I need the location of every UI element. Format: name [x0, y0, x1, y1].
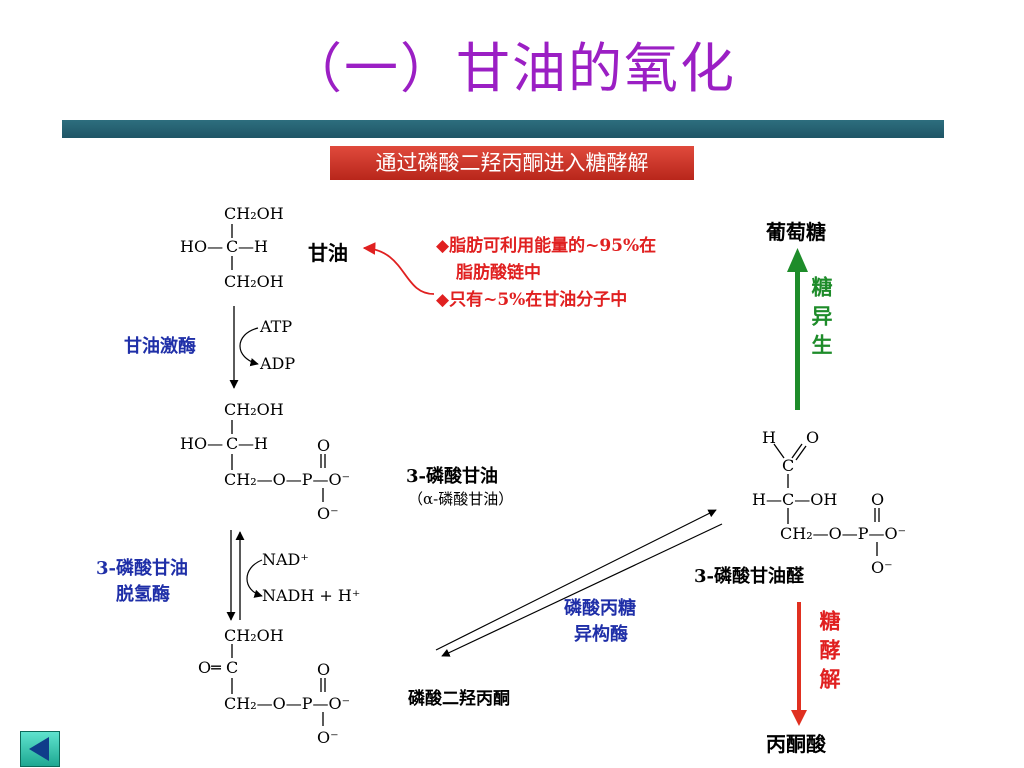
- g3p-o-bottom: O⁻: [317, 504, 339, 523]
- note-line-2: 脂肪酸链中: [456, 263, 541, 283]
- gluconeogenesis-arrow-shaft: [795, 268, 800, 410]
- glycerol-h: —H: [238, 237, 268, 256]
- g3p-name: 3-磷酸甘油: [406, 466, 498, 487]
- dhap-o-top: O: [317, 660, 331, 679]
- dhap-ch2-o-p: CH₂—O—P—O⁻: [224, 694, 351, 713]
- back-button[interactable]: [20, 731, 60, 767]
- g3p-dehydrogenase-line-2: 脱氢酶: [116, 584, 170, 605]
- glycolysis-label: 糖酵解: [817, 610, 842, 697]
- dhap-name: 磷酸二羟丙酮: [408, 689, 510, 709]
- gap-o-bottom: O⁻: [871, 558, 893, 577]
- gap-ch2-o-p: CH₂—O—P—O⁻: [780, 524, 907, 543]
- glycerol-kinase-label: 甘油激酶: [124, 336, 196, 357]
- adp-label: ADP: [260, 354, 296, 373]
- g3p-ch2-o-p: CH₂—O—P—O⁻: [224, 470, 351, 489]
- slide-title: （一）甘油的氧化: [288, 37, 736, 100]
- atp-label: ATP: [260, 317, 293, 336]
- gap-h-c-oh: H—C—OH: [752, 490, 838, 509]
- gap-o-top: O: [871, 490, 885, 509]
- nad-label: NAD⁺: [262, 550, 309, 569]
- diagram-panel: 通过磷酸二羟丙酮进入糖酵解: [62, 120, 944, 768]
- dhap-o-eq: O═: [198, 658, 221, 677]
- g3p-dehydrogenase-line-1: 3-磷酸甘油: [96, 558, 188, 579]
- glycerol-ch2oh-top: CH₂OH: [224, 204, 284, 223]
- banner-title: 通过磷酸二羟丙酮进入糖酵解: [330, 146, 694, 180]
- note-line-3: ◆只有~5%在甘油分子中: [436, 290, 628, 310]
- glycolysis-arrow-shaft: [797, 602, 801, 714]
- g3p-ch2oh: CH₂OH: [224, 400, 284, 419]
- gap-h: H: [762, 428, 776, 447]
- gap-c1: C: [782, 456, 795, 475]
- glucose-label: 葡萄糖: [766, 220, 826, 244]
- gap-name: 3-磷酸甘油醛: [694, 566, 804, 587]
- gap-o: O: [806, 428, 820, 447]
- isomerase-line-1: 磷酸丙糖: [564, 598, 636, 619]
- gluconeogenesis-label: 糖异生: [809, 276, 834, 363]
- nadh-label: NADH + H⁺: [262, 586, 361, 605]
- g3p-c: C: [226, 434, 239, 453]
- pyruvate-label: 丙酮酸: [766, 732, 826, 756]
- glycolysis-arrow-head: [791, 710, 807, 726]
- glycerol-ho: HO—: [180, 237, 224, 256]
- glycerol-ch2oh-bottom: CH₂OH: [224, 272, 284, 291]
- dhap-o-bottom: O⁻: [317, 728, 339, 747]
- diagram-lines: [226, 224, 880, 726]
- dhap-c: C: [226, 658, 239, 677]
- isomerase-line-2: 异构酶: [574, 624, 628, 645]
- glycerol-name: 甘油: [308, 241, 348, 265]
- dhap-ch2oh: CH₂OH: [224, 626, 284, 645]
- g3p-ho: HO—: [180, 434, 224, 453]
- panel-top-bar: [62, 120, 944, 138]
- g3p-alias: （α-磷酸甘油）: [408, 490, 514, 508]
- triangle-left-icon: [29, 737, 49, 761]
- gluconeogenesis-arrow-head: [787, 248, 808, 272]
- g3p-h: —H: [238, 434, 268, 453]
- g3p-o-top: O: [317, 436, 331, 455]
- glycerol-c: C: [226, 237, 239, 256]
- note-arrow: [362, 242, 435, 295]
- note-line-1: ◆脂肪可利用能量的~95%在: [436, 236, 657, 256]
